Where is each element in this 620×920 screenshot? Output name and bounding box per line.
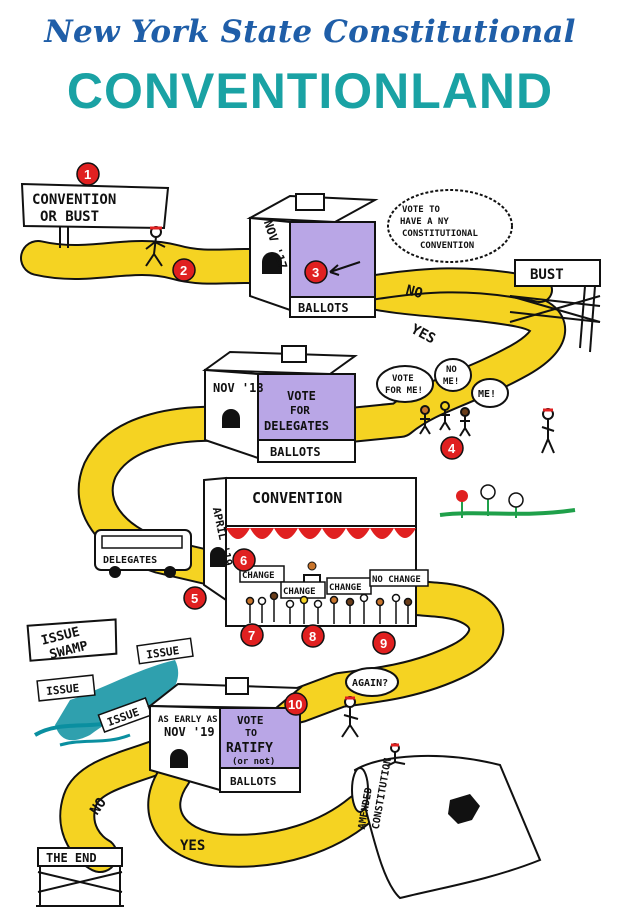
no-me-line1: NO bbox=[446, 365, 457, 375]
vote-for-me-line2: FOR ME! bbox=[385, 386, 423, 396]
issue-label-2: ISSUE bbox=[46, 682, 80, 698]
again-label: AGAIN? bbox=[352, 678, 388, 689]
change-sign-1: CHANGE bbox=[242, 571, 275, 581]
box4-date-line1: AS EARLY AS bbox=[158, 715, 218, 725]
path-yes-top: YES bbox=[408, 321, 438, 347]
svg-text:1: 1 bbox=[84, 167, 91, 182]
box4-line1: VOTE bbox=[237, 714, 264, 727]
change-sign-3: CHANGE bbox=[329, 583, 362, 593]
no-change-sign: NO CHANGE bbox=[372, 575, 421, 585]
path-no-top: NO bbox=[404, 282, 424, 302]
bubble-line1: VOTE TO bbox=[402, 205, 441, 215]
the-end-sign: THE END bbox=[36, 847, 124, 907]
box2-date: NOV '18 bbox=[213, 381, 264, 395]
step-badge-5: 5 bbox=[183, 586, 207, 610]
step-badge-8: 8 bbox=[301, 624, 325, 648]
box1-label: BALLOTS bbox=[298, 301, 349, 315]
step-badge-7: 7 bbox=[240, 623, 264, 647]
svg-text:2: 2 bbox=[180, 263, 187, 278]
svg-text:4: 4 bbox=[448, 441, 456, 456]
step-badge-3: 3 bbox=[304, 260, 328, 284]
path-yes-bottom: YES bbox=[180, 838, 205, 854]
step-badges: 1 2 3 4 5 6 7 8 9 10 bbox=[76, 162, 464, 716]
step-badge-9: 9 bbox=[372, 631, 396, 655]
amended-constitution-scroll: AMENDED CONSTITUTION bbox=[351, 743, 542, 900]
flowers-icon bbox=[439, 484, 576, 518]
start-sign-line1: CONVENTION bbox=[32, 192, 116, 208]
bubble-vote-to-have-convention: VOTE TO HAVE A NY CONSTITUTIONAL CONVENT… bbox=[387, 189, 513, 263]
box4-line3: RATIFY bbox=[226, 741, 273, 756]
ballot-box-nov17: NOV '17 BALLOTS bbox=[246, 193, 379, 318]
step-badge-10: 10 bbox=[284, 692, 308, 716]
convention-title: CONVENTION bbox=[252, 489, 342, 507]
subtitle: New York State Constitutional bbox=[44, 14, 576, 50]
candidate-bubbles: VOTE FOR ME! NO ME! ME! bbox=[376, 358, 509, 408]
svg-text:8: 8 bbox=[309, 629, 316, 644]
step-badge-2: 2 bbox=[172, 258, 196, 282]
step-badge-6: 6 bbox=[232, 548, 256, 572]
box2-line3: DELEGATES bbox=[264, 419, 329, 433]
vote-for-me-line1: VOTE bbox=[392, 374, 414, 384]
convention-hall: CONVENTION APRIL '19 CHANGE CHANGE CHANG… bbox=[203, 476, 429, 627]
step-badge-1: 1 bbox=[76, 162, 100, 186]
box2-line2: FOR bbox=[290, 404, 310, 417]
ballot-box-ratify: AS EARLY AS NOV '19 VOTE TO RATIFY (or n… bbox=[147, 677, 303, 793]
step-badge-4: 4 bbox=[440, 436, 464, 460]
bust-gate: BUST bbox=[509, 259, 601, 353]
bus-label: DELEGATES bbox=[103, 555, 157, 566]
me-label: ME! bbox=[478, 389, 496, 400]
start-sign: CONVENTION OR BUST bbox=[20, 182, 170, 248]
page-title: CONVENTIONLAND bbox=[66, 63, 554, 119]
walking-figure-icon bbox=[145, 226, 166, 267]
box2-line1: VOTE bbox=[287, 389, 316, 403]
again-figure: AGAIN? bbox=[341, 667, 399, 738]
box2-base: BALLOTS bbox=[270, 445, 321, 459]
svg-text:3: 3 bbox=[312, 265, 319, 280]
the-end-label: THE END bbox=[46, 851, 97, 865]
bust-sign-label: BUST bbox=[530, 267, 564, 283]
no-me-line2: ME! bbox=[443, 377, 459, 387]
candidate-figures-icon bbox=[419, 401, 471, 437]
svg-text:9: 9 bbox=[380, 636, 387, 651]
svg-text:7: 7 bbox=[248, 628, 255, 643]
box4-base: BALLOTS bbox=[230, 775, 276, 788]
ballot-box-nov18: NOV '18 VOTE FOR DELEGATES BALLOTS bbox=[202, 345, 358, 463]
bubble-line2: HAVE A NY bbox=[400, 217, 449, 227]
start-sign-line2: OR BUST bbox=[40, 209, 99, 225]
svg-text:6: 6 bbox=[240, 553, 247, 568]
svg-text:5: 5 bbox=[191, 591, 198, 606]
standing-figure-icon bbox=[541, 408, 555, 454]
bubble-line4: CONVENTION bbox=[420, 241, 474, 251]
delegates-bus: DELEGATES bbox=[94, 529, 192, 578]
issue-swamp: ISSUE SWAMP ISSUE ISSUE ISSUE bbox=[26, 618, 194, 747]
svg-text:10: 10 bbox=[288, 697, 302, 712]
issue-label-1: ISSUE bbox=[145, 644, 180, 661]
path-no-bottom: NO bbox=[87, 795, 110, 818]
box4-date-line2: NOV '19 bbox=[164, 725, 215, 739]
box4-line4: (or not) bbox=[232, 757, 275, 767]
bubble-line3: CONSTITUTIONAL bbox=[402, 229, 478, 239]
box4-line2: TO bbox=[245, 728, 257, 739]
change-sign-2: CHANGE bbox=[283, 587, 316, 597]
